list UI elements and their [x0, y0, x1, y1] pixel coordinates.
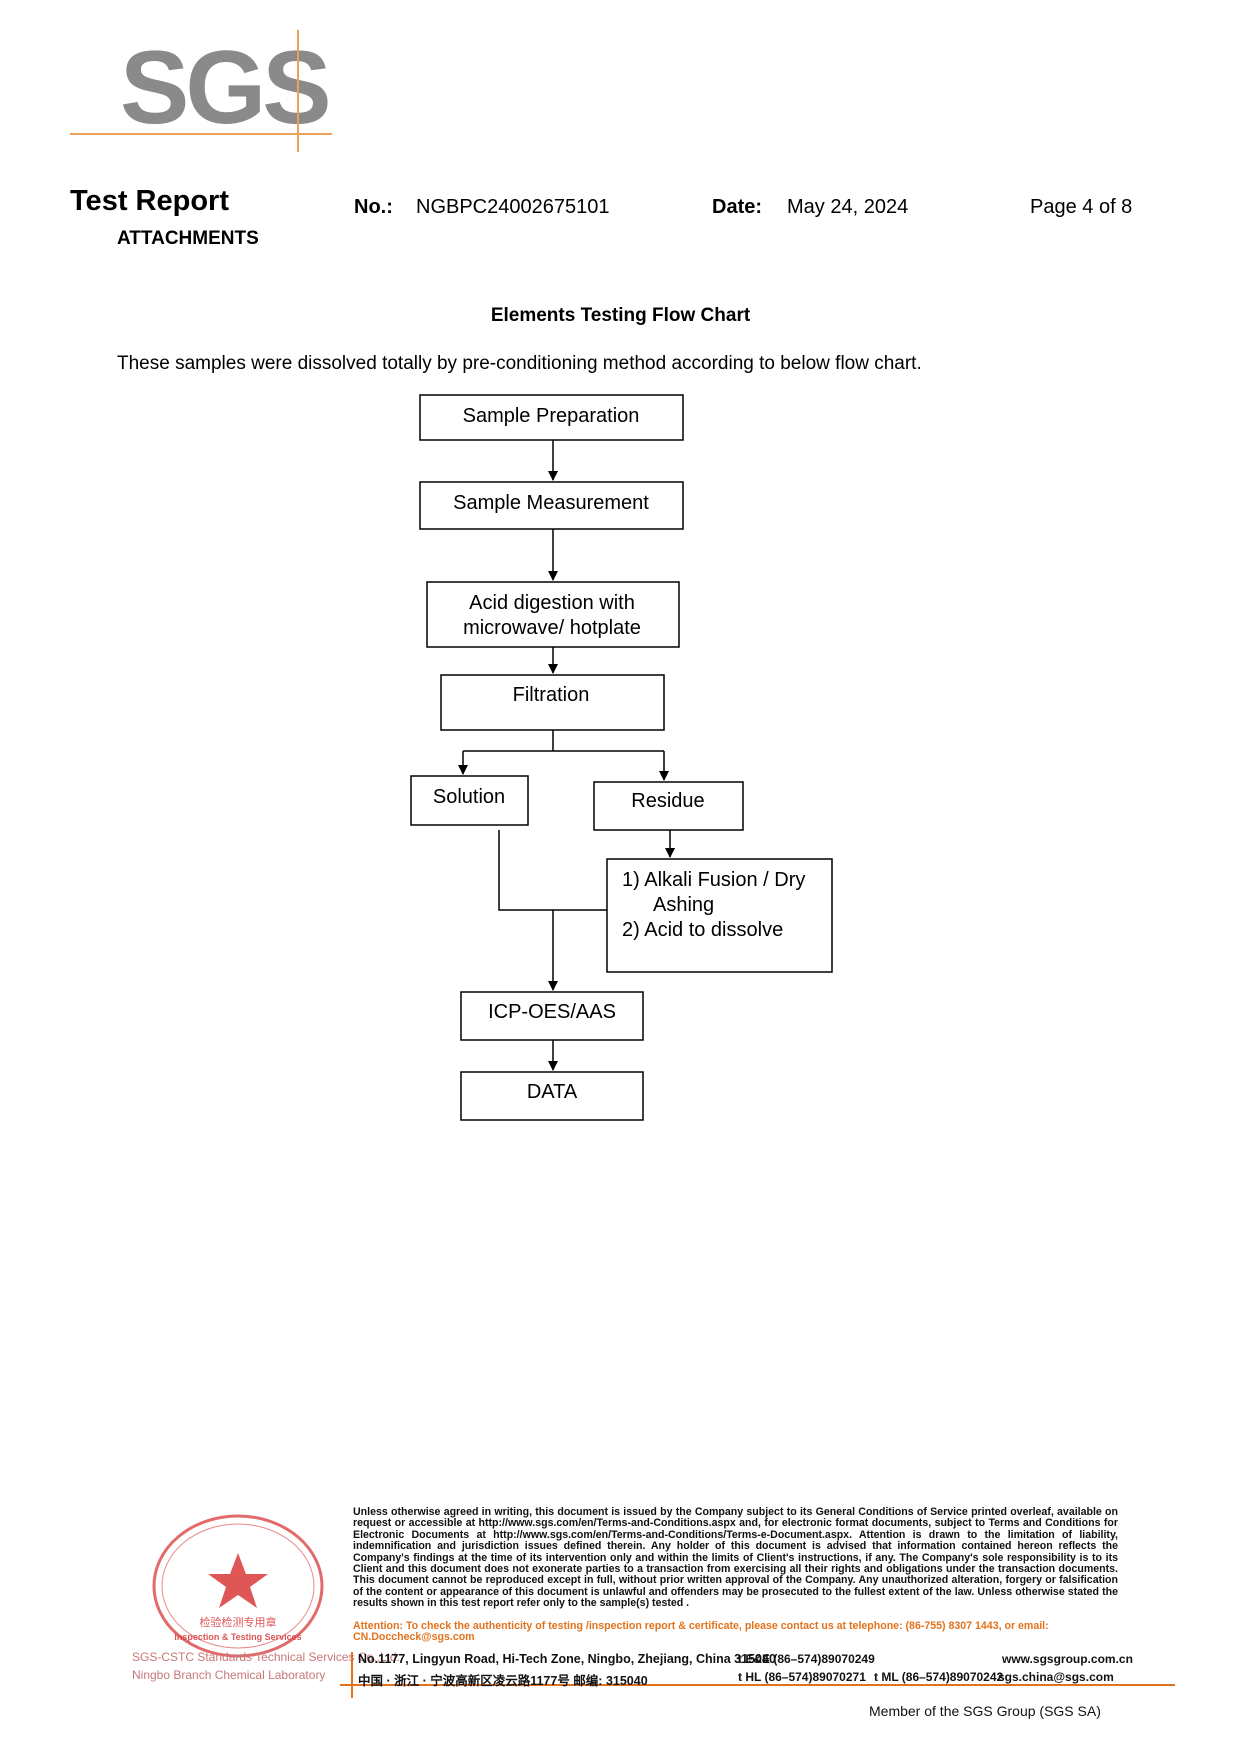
report-title: Test Report	[70, 185, 229, 217]
node-label-acid-digestion-1: Acid digestion with	[469, 592, 635, 614]
node-label-residue: Residue	[631, 790, 704, 812]
report-date: May 24, 2024	[787, 196, 909, 218]
seal-inner-text: 检验检测专用章	[200, 1615, 277, 1629]
section-heading: ATTACHMENTS	[117, 228, 259, 249]
flow-chart-title: Elements Testing Flow Chart	[490, 305, 751, 326]
phone-ml: t ML (86–574)89070242	[874, 1670, 1004, 1684]
phone-ee: t E&E (86–574)89070249	[738, 1652, 875, 1666]
node-label-data: DATA	[527, 1081, 578, 1103]
node-residue	[593, 781, 744, 831]
node-alkali-fusion	[606, 858, 833, 973]
node-sample-preparation	[419, 394, 684, 441]
node-sample-measurement	[419, 481, 684, 530]
authenticity-notice: Attention: To check the authenticity of …	[353, 1620, 1049, 1644]
website-link[interactable]: www.sgsgroup.com.cn	[1002, 1652, 1133, 1666]
connector-join	[498, 830, 607, 911]
seal-label-company: SGS-CSTC Standards Technical Services Co…	[132, 1650, 400, 1664]
intro-text: These samples were dissolved totally by …	[117, 353, 922, 374]
node-label-alkali-1: 1) Alkali Fusion / Dry	[622, 869, 805, 891]
node-label-sample-preparation: Sample Preparation	[463, 405, 640, 427]
report-number: NGBPC24002675101	[416, 196, 610, 218]
date-label: Date:	[712, 196, 763, 218]
node-label-filtration: Filtration	[513, 684, 590, 706]
flow-chart: Sample Preparation Sample Measurement Ac…	[410, 394, 833, 1121]
member-note: Member of the SGS Group (SGS SA)	[869, 1703, 1101, 1719]
seal-inner-text-en: Inspection & Testing Services	[174, 1632, 301, 1642]
seal-label-branch: Ningbo Branch Chemical Laboratory	[132, 1668, 326, 1682]
seal-star-icon	[208, 1553, 268, 1608]
node-label-sample-measurement: Sample Measurement	[453, 492, 649, 514]
legal-disclaimer: Unless otherwise agreed in writing, this…	[353, 1506, 1118, 1610]
email-link[interactable]: sgs.china@sgs.com	[998, 1670, 1114, 1684]
node-solution	[410, 775, 529, 826]
footer-divider-horizontal	[340, 1684, 1175, 1686]
node-data	[460, 1071, 644, 1121]
node-label-icp: ICP-OES/AAS	[488, 1001, 616, 1023]
node-icp	[460, 991, 644, 1041]
logo-divider	[297, 30, 299, 152]
logo-underline	[70, 133, 332, 135]
footer-divider-vertical	[351, 1652, 353, 1698]
node-label-alkali-3: 2) Acid to dissolve	[622, 919, 783, 941]
address-english: No.1177, Lingyun Road, Hi-Tech Zone, Nin…	[358, 1652, 776, 1666]
phone-hl: t HL (86–574)89070271	[738, 1670, 866, 1684]
company-seal: 检验检测专用章 Inspection & Testing Services	[152, 1514, 324, 1658]
node-label-solution: Solution	[433, 786, 505, 808]
node-label-acid-digestion-2: microwave/ hotplate	[463, 617, 641, 639]
sgs-logo: SGS	[120, 30, 332, 146]
page-number: Page 4 of 8	[1030, 196, 1133, 218]
address-chinese: 中国 · 浙江 · 宁波高新区凌云路1177号 邮编: 315040	[358, 1674, 648, 1688]
report-number-label: No.:	[354, 196, 393, 218]
node-label-alkali-2: Ashing	[653, 894, 714, 916]
